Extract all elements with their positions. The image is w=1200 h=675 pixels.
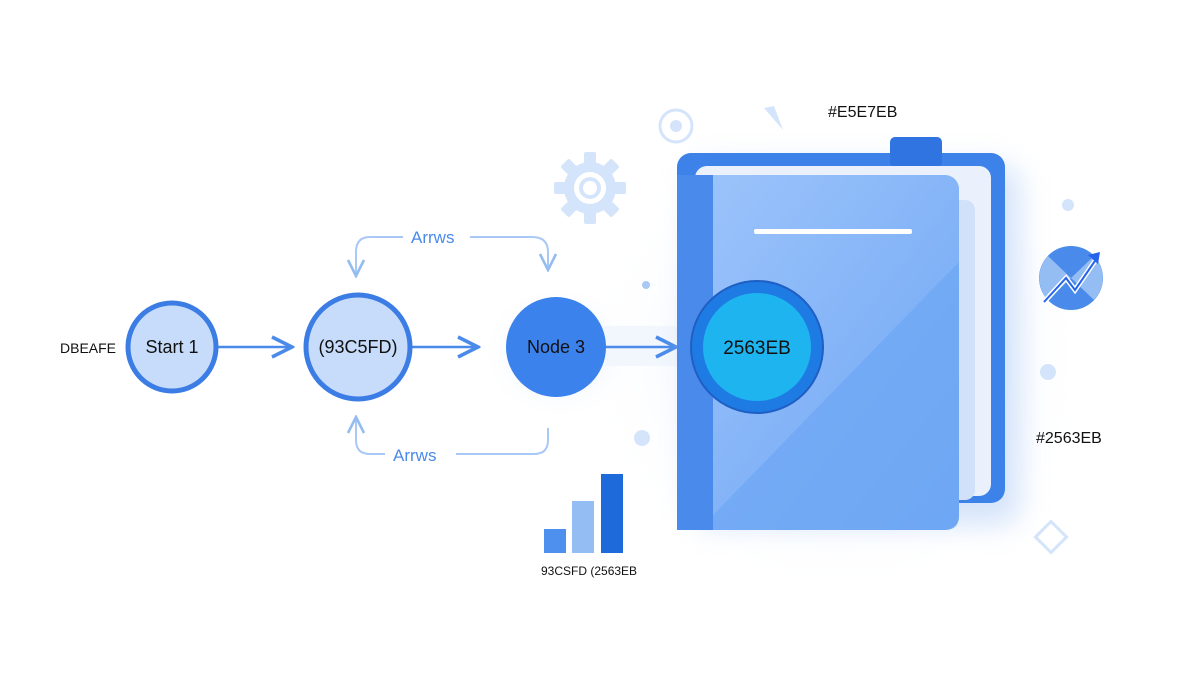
bar-caption: 93CSFD (2563EB	[541, 564, 637, 578]
node-4-label: 2563EB	[723, 338, 791, 359]
loop-bottom-left	[356, 417, 385, 455]
node-2[interactable]: (93C5FD)	[303, 292, 413, 402]
node-3-label: Node 3	[527, 337, 585, 357]
dot	[642, 281, 650, 289]
diamond-icon	[1033, 519, 1069, 555]
node-2-label: (93C5FD)	[318, 337, 397, 357]
loop-bottom-right	[456, 428, 549, 455]
dot	[1040, 364, 1056, 380]
dot	[1062, 199, 1074, 211]
loop-top-right	[470, 236, 548, 270]
bar	[601, 474, 623, 553]
loop-top-left	[356, 236, 403, 276]
node-3[interactable]: Node 3	[506, 297, 606, 397]
bar-chart-icon	[544, 474, 623, 553]
loop-top-label: Arrws	[411, 228, 454, 247]
bookmark-tab	[890, 137, 942, 167]
node-4[interactable]: 2563EB	[690, 280, 824, 414]
dot	[634, 430, 650, 446]
shard-icon	[764, 106, 783, 130]
gear-icon	[554, 152, 626, 224]
right-color-label: #2563EB	[1036, 430, 1102, 447]
loop-bottom-label: Arrws	[393, 446, 436, 465]
target-icon	[658, 108, 694, 144]
outer-label: DBEAFE	[60, 340, 116, 356]
bar	[572, 501, 594, 553]
book-icon	[677, 137, 1020, 530]
bar	[544, 529, 566, 553]
top-color-label: #E5E7EB	[828, 104, 897, 121]
trend-chart-icon	[1039, 246, 1103, 310]
node-start-label: Start 1	[145, 337, 198, 357]
node-start[interactable]: Start 1	[125, 300, 219, 394]
